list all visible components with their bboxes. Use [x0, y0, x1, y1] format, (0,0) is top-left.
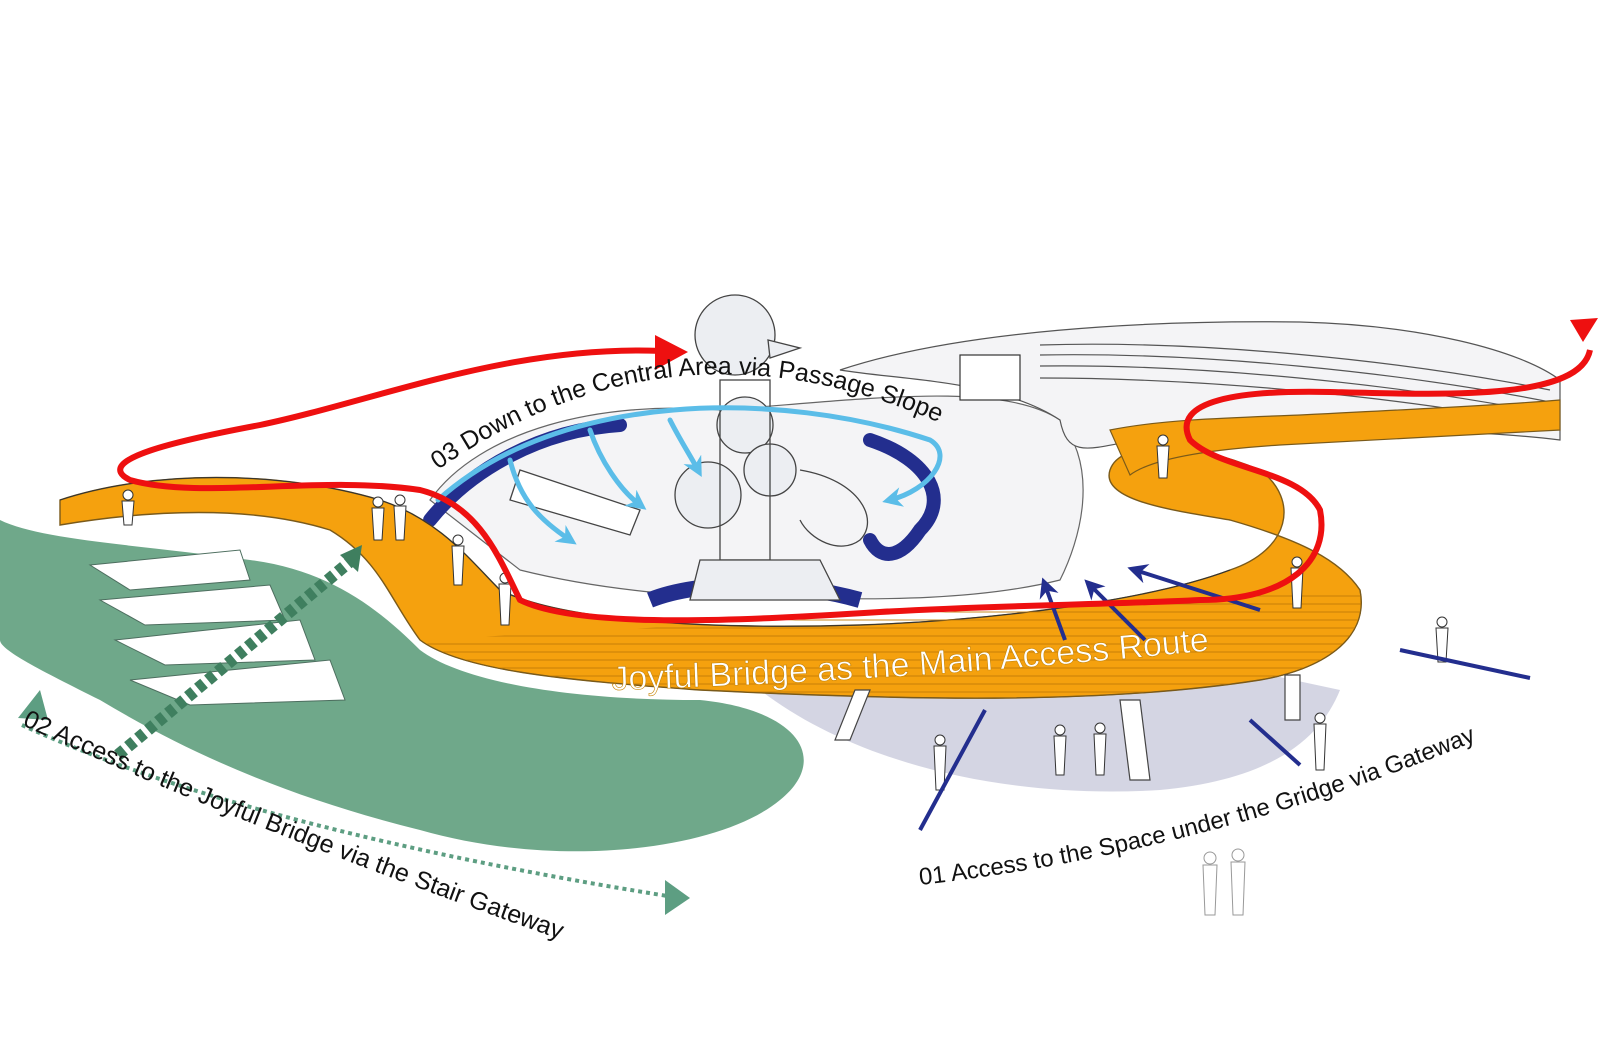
- person-silhouette-icon: [1290, 556, 1304, 609]
- person-silhouette-icon: [933, 734, 947, 791]
- route-02-arrows: [18, 545, 690, 915]
- ground-shadow: [760, 660, 1340, 792]
- person-silhouette-icon: [1053, 724, 1067, 776]
- central-plaza: [423, 395, 1084, 608]
- person-silhouette-icon: [1313, 712, 1327, 771]
- arrow-head-icon: [665, 880, 690, 915]
- arrow-head-icon: [1570, 318, 1598, 342]
- person-silhouette-icon: [393, 494, 407, 541]
- person-silhouette-icon: [1435, 616, 1449, 663]
- route-01-lines: [918, 564, 1531, 831]
- green-lawn-area: [0, 520, 804, 852]
- person-silhouette-icon: [1202, 851, 1218, 916]
- person-silhouette-icon: [1156, 434, 1170, 479]
- route-03-arrows: [435, 405, 943, 545]
- person-silhouette-icon: [1230, 848, 1246, 916]
- joyful-bridge: [59, 399, 1561, 781]
- person-silhouette-icon: [1093, 722, 1107, 776]
- arrow-head-icon: [655, 335, 688, 370]
- person-silhouette-icon: [451, 534, 465, 586]
- people-silhouettes: [121, 434, 1449, 916]
- play-tower: [509, 294, 869, 601]
- person-silhouette-icon: [371, 496, 385, 541]
- person-silhouette-icon: [121, 489, 135, 526]
- arrow-head-icon: [18, 690, 48, 720]
- main-route-red: [117, 318, 1598, 624]
